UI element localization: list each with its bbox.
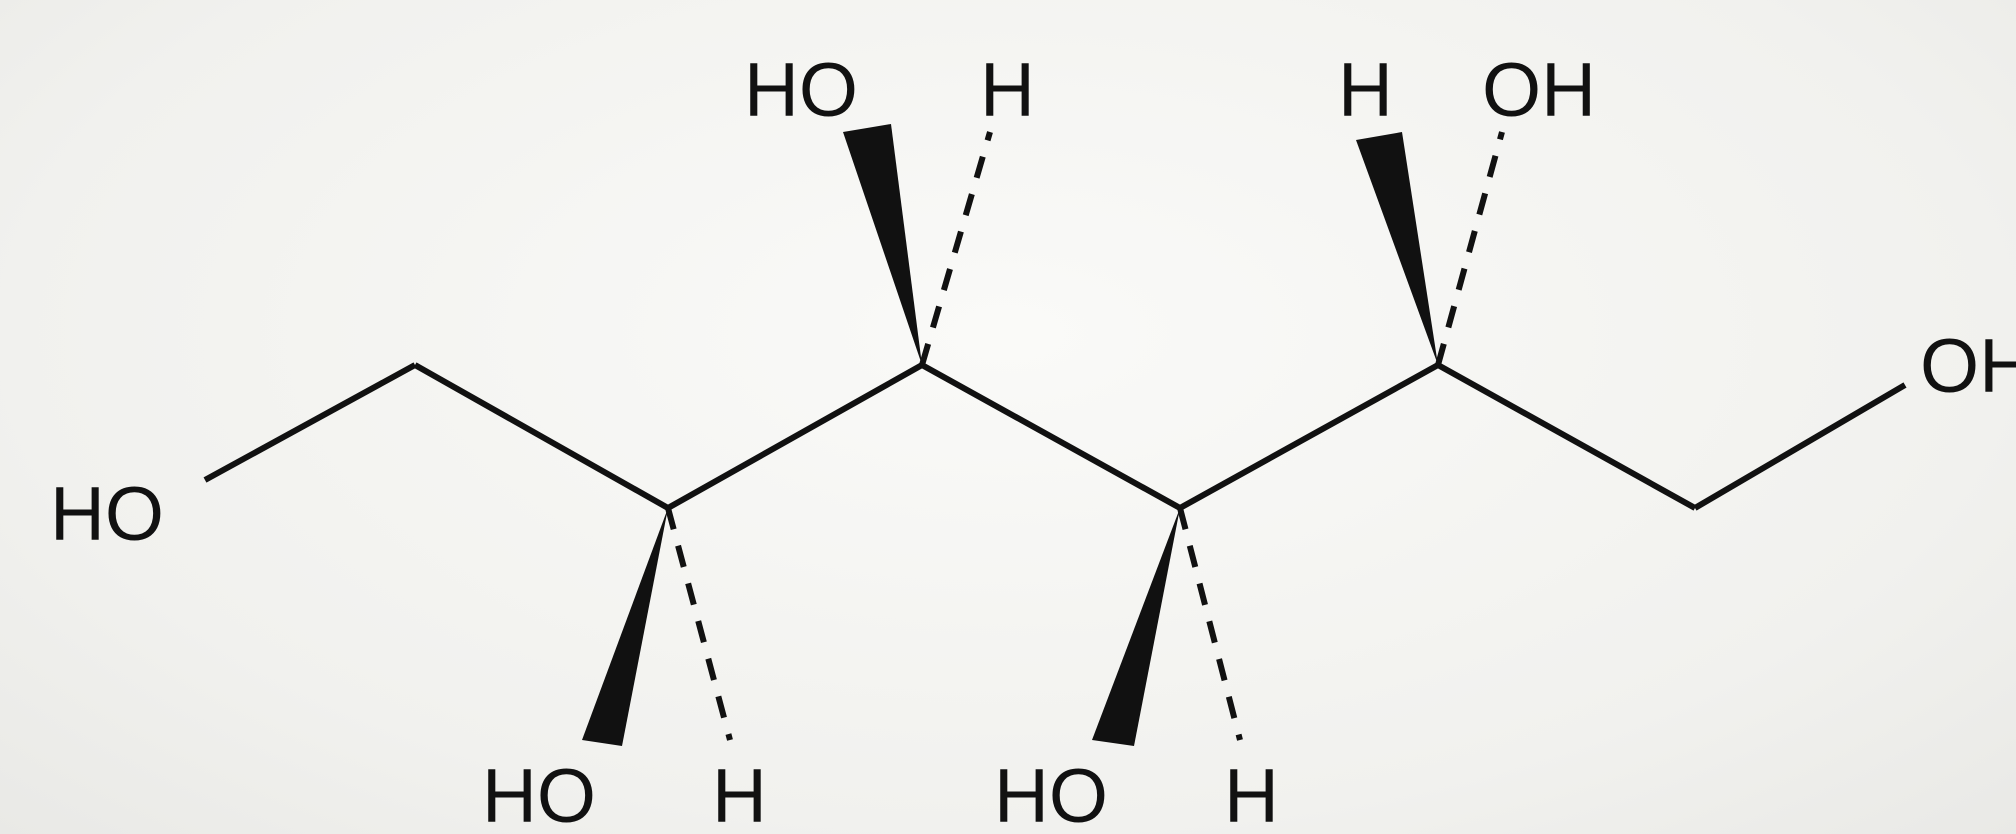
bond-c2-c3 — [666, 362, 924, 511]
backbone — [203, 362, 1907, 511]
bond-c6-o6 — [1693, 382, 1907, 511]
hash-bond-c2-h — [665, 507, 733, 741]
wedge-bond-c5-h — [1356, 132, 1438, 365]
label-c2-hydrogen: H — [712, 754, 767, 834]
label-terminal-hydroxyl-right: OH — [1920, 324, 2016, 409]
label-c4-hydroxyl: HO — [994, 754, 1108, 834]
hash-bond-c4-h — [1177, 507, 1243, 741]
wedge-bond-c4-oh — [1092, 508, 1180, 746]
label-terminal-hydroxyl-left: HO — [50, 472, 164, 557]
bond-c4-c5 — [1178, 362, 1440, 511]
wedge-bond-c2-oh — [582, 508, 668, 746]
label-c4-hydrogen: H — [1224, 754, 1279, 834]
bond-c3-c4 — [920, 362, 1182, 511]
bond-o1-c1 — [203, 362, 417, 483]
label-c5-hydrogen: H — [1338, 48, 1393, 133]
label-c2-hydroxyl: HO — [482, 754, 596, 834]
wedge-bond-c3-oh — [843, 124, 922, 365]
bond-c5-c6 — [1436, 362, 1697, 511]
bond-c1-c2 — [413, 362, 670, 511]
hash-bond-c3-h — [919, 131, 993, 366]
hash-bond-c5-oh — [1435, 131, 1505, 366]
label-c3-hydrogen: H — [980, 48, 1035, 133]
label-c5-hydroxyl: OH — [1482, 48, 1596, 133]
label-c3-hydroxyl: HO — [744, 48, 858, 133]
